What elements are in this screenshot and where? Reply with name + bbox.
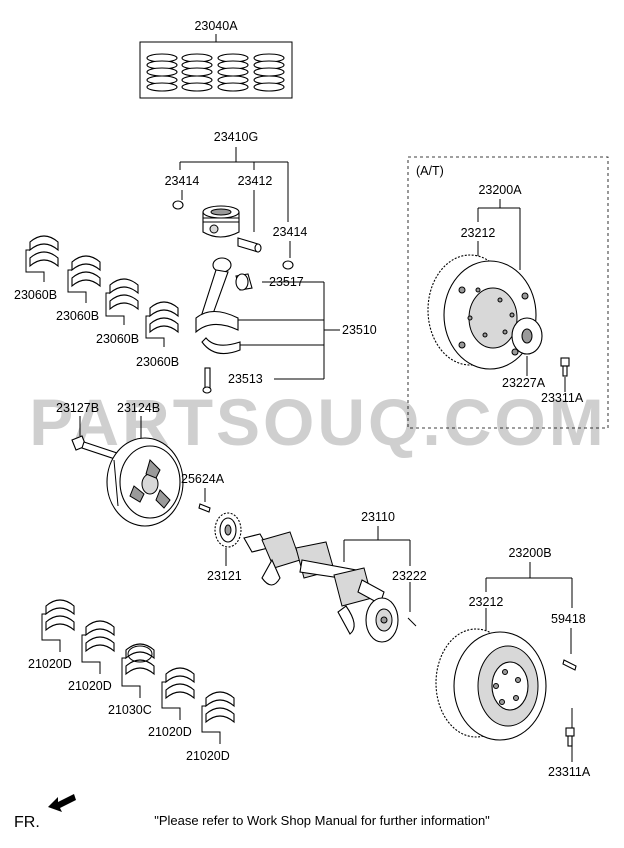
conrod-bearing-4[interactable]	[149, 301, 179, 334]
piston-pin[interactable]	[237, 237, 262, 253]
connecting-rod-cap[interactable]	[201, 337, 241, 355]
main-bearing-4[interactable]	[205, 691, 235, 724]
arrow-left-down-icon	[48, 794, 76, 812]
label-23060b-1[interactable]: 23060B	[14, 288, 57, 302]
at-group-label: (A/T)	[416, 164, 444, 178]
label-23060b-3[interactable]: 23060B	[96, 332, 139, 346]
connecting-rod[interactable]	[195, 257, 239, 334]
label-23060b-4[interactable]: 23060B	[136, 355, 179, 369]
label-23414-upper[interactable]: 23414	[165, 174, 200, 188]
label-23311a-at[interactable]: 23311A	[541, 391, 584, 405]
label-23124b[interactable]: 23124B	[117, 401, 160, 415]
label-23060b-2[interactable]: 23060B	[56, 309, 99, 323]
label-23513[interactable]: 23513	[228, 372, 263, 386]
label-21030c[interactable]: 21030C	[108, 703, 152, 717]
label-21020d-4[interactable]: 21020D	[186, 749, 230, 763]
adapter-plate[interactable]	[511, 317, 543, 355]
label-23212-at[interactable]: 23212	[461, 226, 496, 240]
piston-ring-set[interactable]	[139, 41, 293, 99]
piston-snap-ring-lower[interactable]	[282, 260, 294, 270]
woodruff-key[interactable]	[198, 503, 211, 513]
flywheel-bolt-at[interactable]	[560, 357, 570, 377]
label-23121[interactable]: 23121	[207, 569, 242, 583]
footer-note: "Please refer to Work Shop Manual for fu…	[154, 813, 490, 828]
watermark: PARTSOUQ.COM	[29, 385, 606, 459]
crankshaft[interactable]	[243, 531, 399, 643]
label-23510[interactable]: 23510	[342, 323, 377, 337]
label-23127b[interactable]: 23127B	[56, 401, 99, 415]
label-23410g[interactable]: 23410G	[214, 130, 258, 144]
label-23200a[interactable]: 23200A	[478, 183, 522, 197]
label-21020d-3[interactable]: 21020D	[148, 725, 192, 739]
label-23222[interactable]: 23222	[392, 569, 427, 583]
conrod-bearing-3[interactable]	[109, 278, 139, 311]
label-23311a-mt[interactable]: 23311A	[548, 765, 591, 779]
at-group-box	[407, 156, 609, 429]
crank-pulley[interactable]	[106, 437, 184, 527]
flywheel-mt[interactable]	[435, 628, 547, 741]
label-21020d-2[interactable]: 21020D	[68, 679, 112, 693]
label-23040a[interactable]: 23040A	[194, 19, 238, 33]
main-bearing-2[interactable]	[85, 620, 115, 653]
label-59418[interactable]: 59418	[551, 612, 586, 626]
crankshaft-pin[interactable]	[407, 617, 417, 627]
main-bearing-1[interactable]	[45, 599, 75, 632]
connecting-rod-bushing[interactable]	[235, 273, 253, 291]
label-25624a[interactable]: 25624A	[181, 472, 225, 486]
label-23110[interactable]: 23110	[361, 510, 395, 524]
flywheel-bolt-mt[interactable]	[565, 727, 575, 747]
piston[interactable]	[202, 205, 240, 238]
label-23227a[interactable]: 23227A	[502, 376, 546, 390]
thrust-main-bearing[interactable]	[125, 643, 155, 676]
piston-snap-ring-upper[interactable]	[172, 200, 184, 210]
label-23517[interactable]: 23517	[269, 275, 304, 289]
crankshaft-sprocket[interactable]	[214, 512, 242, 548]
label-23414-lower[interactable]: 23414	[273, 225, 308, 239]
connecting-rod-bolt[interactable]	[202, 367, 212, 394]
flywheel-dowel-pin[interactable]	[562, 659, 577, 671]
main-bearing-3[interactable]	[165, 667, 195, 700]
conrod-bearing-1[interactable]	[29, 235, 59, 268]
label-23212-mt[interactable]: 23212	[469, 595, 504, 609]
label-23200b[interactable]: 23200B	[508, 546, 551, 560]
conrod-bearing-2[interactable]	[71, 255, 101, 288]
direction-label: FR.	[14, 814, 40, 831]
label-23412[interactable]: 23412	[238, 174, 273, 188]
label-21020d-1[interactable]: 21020D	[28, 657, 72, 671]
